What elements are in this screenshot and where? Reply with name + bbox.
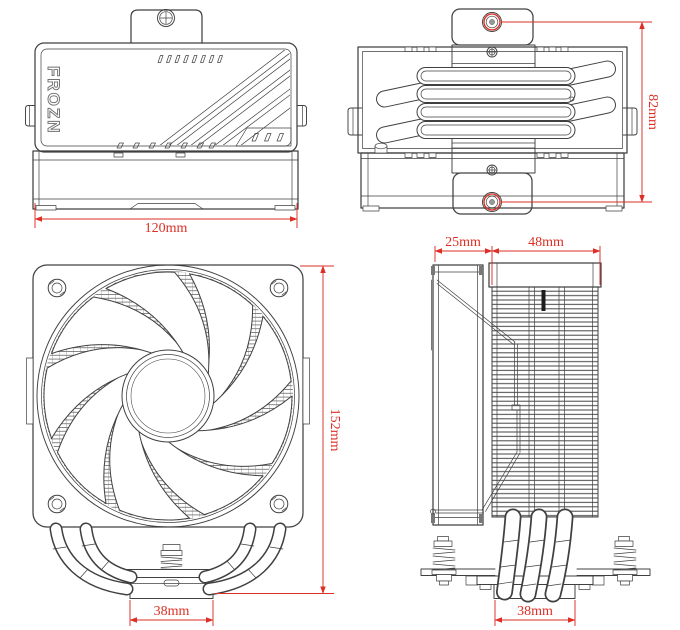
side-clip-left [25,105,36,127]
dim-fan-and-fins: 25mm 48mm [434,235,601,285]
spring-screw-right [612,536,638,586]
heat-pipes-top [376,60,616,144]
dim-label-120mm: 120mm [145,221,188,236]
dim-height: 152mm [215,265,342,595]
heatsink-top-cover-side [488,262,602,288]
mount-tab [130,9,203,44]
mount-tab-bottom [452,172,533,215]
dim-label-82mm: 82mm [645,94,660,130]
rail-left [26,357,34,425]
top-cover [34,42,298,153]
fan-ring-inner [41,269,295,523]
diagonal-stripes [158,50,290,145]
corner-slot-box [235,127,292,147]
front-view: 152mm 38mm [26,264,342,626]
heat-pipes-side [496,508,574,603]
spring-screw-center [160,544,183,570]
top-view: FROZN [25,9,307,236]
side-clip-right [296,105,307,127]
side-clip-right [622,107,638,136]
spring-screw-left [431,536,457,586]
dim-label-25mm: 25mm [445,235,481,250]
mounting-arms [420,568,651,576]
dim-label-38mm-front: 38mm [154,604,190,619]
fan-hub [121,349,215,443]
dim-base-side: 38mm [494,600,576,626]
highlight-circle [483,193,501,211]
rail-right [302,357,310,425]
brand-logo: FROZN [44,66,63,135]
fan-ring-outer [36,264,300,528]
dim-depth: 82mm [501,21,660,203]
heatpipe-top-view: 82mm [347,8,660,215]
side-clip-left [347,107,363,136]
heat-pipes-front [49,522,287,596]
fin-notches [404,46,569,52]
dim-label-152mm: 152mm [327,409,342,452]
corner-screws [47,278,289,514]
fin-stack [491,286,599,518]
bottom-vent-dashes [116,142,216,149]
screw-top [482,12,502,32]
small-screw-top [486,46,498,58]
screw-bottom [482,192,502,212]
side-view: 25mm 48mm 38mm [420,235,651,626]
highlight-circle [483,13,501,31]
dim-base-front: 38mm [129,600,214,626]
phillips-screw-icon [157,9,175,27]
fan-frame-top [32,150,299,211]
fan-side [431,264,484,526]
dim-width: 120mm [34,203,298,236]
dim-label-38mm-side: 38mm [517,604,553,619]
dim-label-48mm: 48mm [528,235,564,250]
vent-slots [157,55,223,63]
